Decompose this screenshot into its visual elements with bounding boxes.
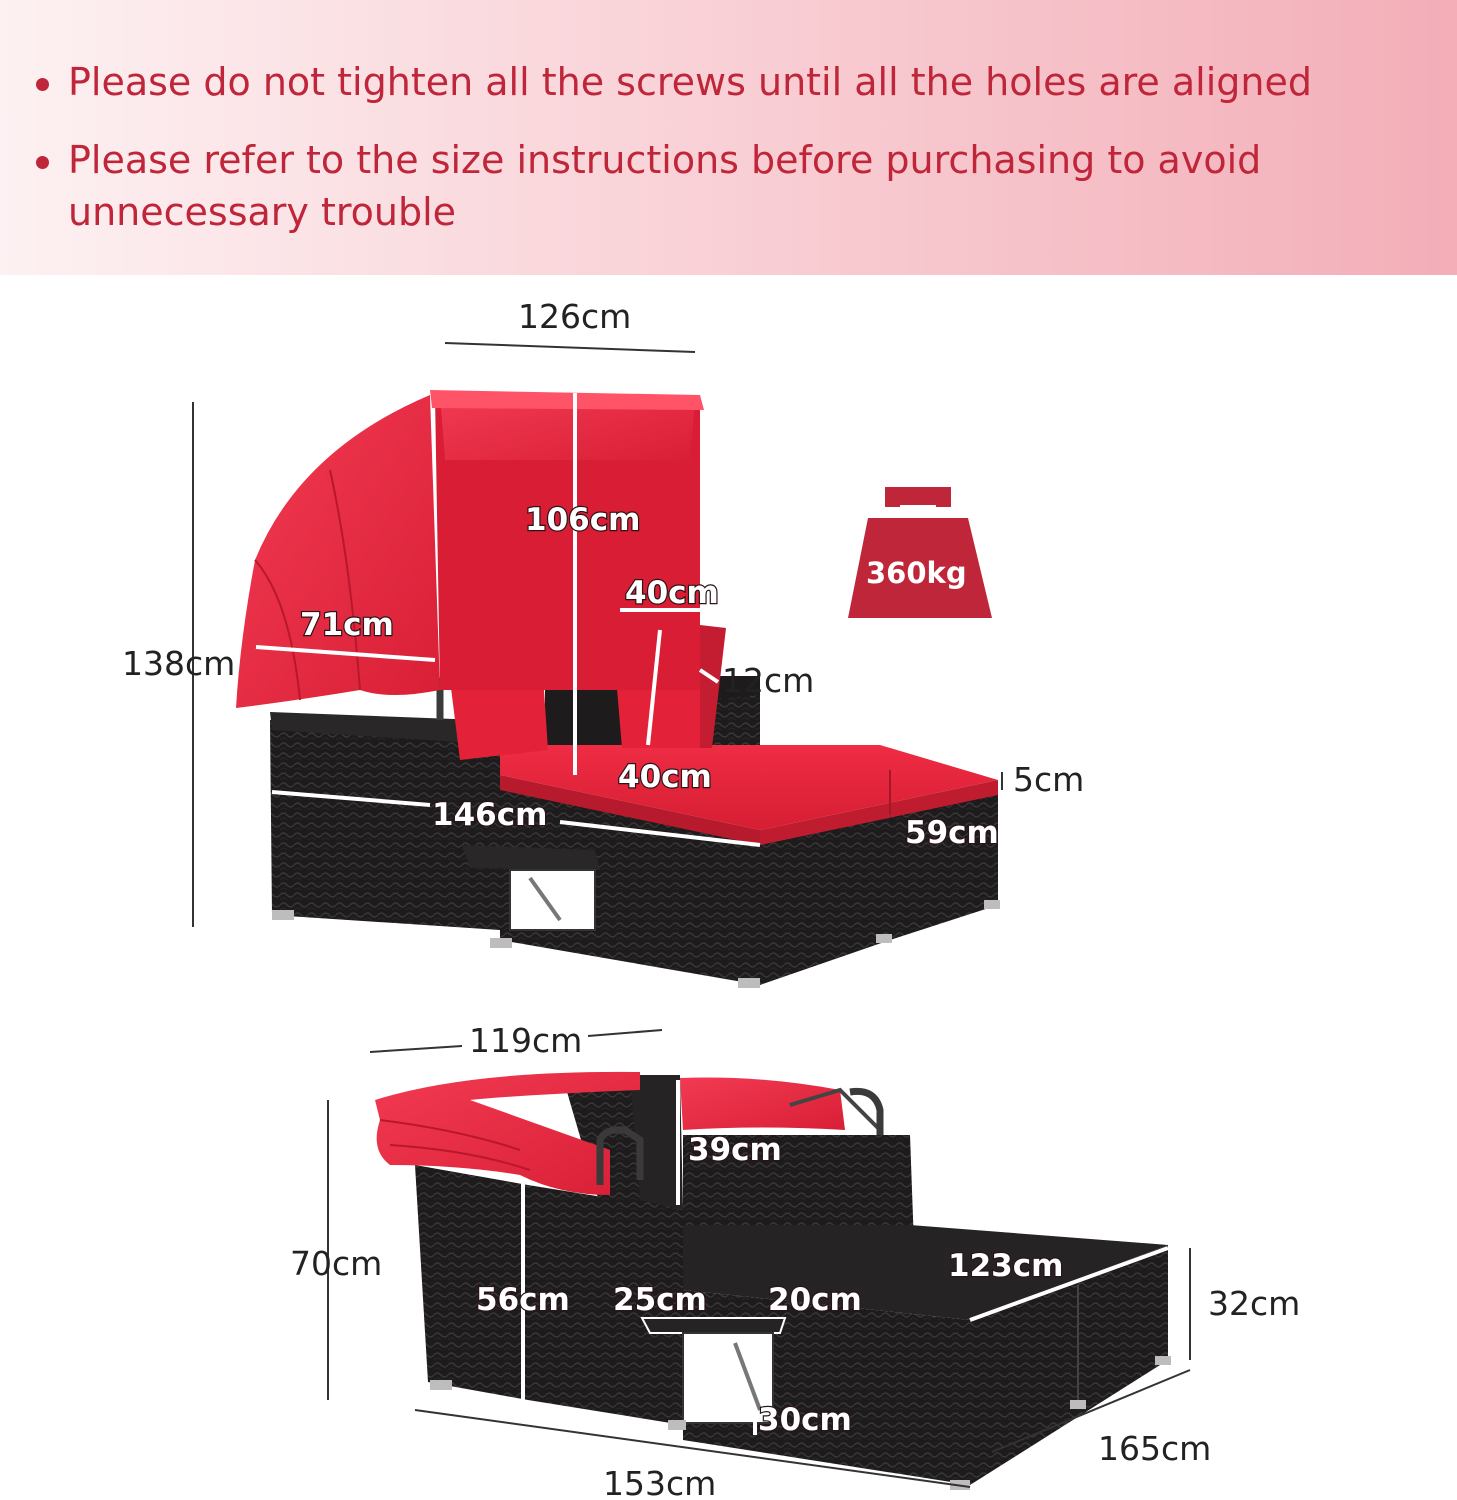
- dim-length-153: 153cm: [603, 1464, 716, 1500]
- dim-width-126: 126cm: [518, 297, 631, 336]
- dim-footrest-59: 59cm: [905, 815, 999, 851]
- dim-seat-length-123: 123cm: [948, 1248, 1063, 1284]
- assembly-note: Please do not tighten all the screws unt…: [36, 56, 1376, 108]
- dim-height-70: 70cm: [290, 1244, 382, 1283]
- notice-banner: [0, 0, 1457, 275]
- dim-width-119: 119cm: [469, 1021, 582, 1060]
- weight-capacity-label: 360kg: [866, 556, 967, 590]
- dim-pillow-width-40: 40cm: [625, 575, 719, 611]
- dim-pillow-height-40: 40cm: [618, 759, 712, 795]
- bottom-dimension-lines: [327, 1029, 1191, 1488]
- bullet-icon: [36, 78, 49, 91]
- dim-tray-width-25: 25cm: [613, 1282, 707, 1318]
- note-text: Please do not tighten all the screws unt…: [68, 60, 1312, 104]
- note-text: Please refer to the size instructions be…: [68, 138, 1262, 234]
- dim-pillow-thickness-12: 12cm: [722, 661, 814, 700]
- dim-canopy-depth-71: 71cm: [300, 607, 394, 643]
- size-note: Please refer to the size instructions be…: [36, 134, 1336, 238]
- dim-cushion-5: 5cm: [1013, 760, 1084, 799]
- bullet-icon: [36, 156, 49, 169]
- weight-capacity-icon: [848, 487, 992, 618]
- dim-tray-depth-20: 20cm: [768, 1282, 862, 1318]
- daybed-with-canopy: [236, 390, 1000, 988]
- dim-depth-165: 165cm: [1098, 1429, 1211, 1468]
- dim-canopy-height-106: 106cm: [525, 502, 640, 538]
- dim-height-138: 138cm: [122, 644, 235, 683]
- dim-ottoman-32: 32cm: [1208, 1284, 1300, 1323]
- dim-length-146: 146cm: [432, 797, 547, 833]
- top-dimension-lines: [192, 342, 1003, 927]
- daybed-folded: [375, 1071, 1171, 1490]
- dim-backrest-39: 39cm: [688, 1132, 782, 1168]
- dim-seat-height-56: 56cm: [476, 1282, 570, 1318]
- dim-tray-height-30: 30cm: [758, 1402, 852, 1438]
